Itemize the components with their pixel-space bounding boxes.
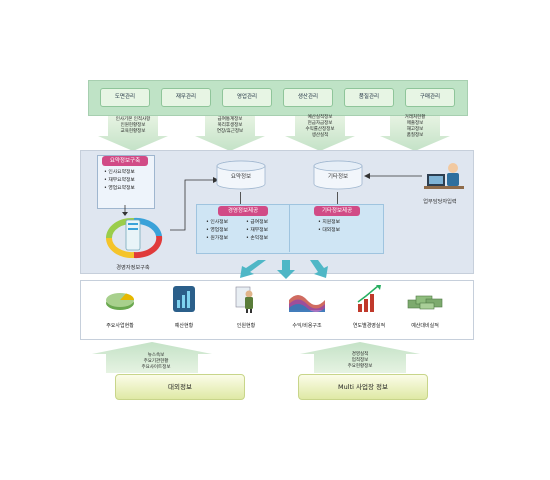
module-button-purchase[interactable]: 구매관리 xyxy=(405,88,455,107)
other-db-label: 기타정보 xyxy=(327,174,349,180)
module-button-finance[interactable]: 재무관리 xyxy=(161,88,211,107)
down-arrows xyxy=(98,116,450,151)
module-button-production[interactable]: 생산관리 xyxy=(283,88,333,107)
person-icon[interactable] xyxy=(234,285,258,313)
report-icon-row xyxy=(80,280,474,340)
db1-connector xyxy=(240,192,241,206)
icon-label-staff: 인원현황 xyxy=(236,323,256,329)
module-button-quality[interactable]: 품질관리 xyxy=(344,88,394,107)
external-info-box[interactable]: 대외정보 xyxy=(115,374,245,400)
user-arrow xyxy=(364,173,422,179)
up-arrows xyxy=(92,342,420,373)
icon-label-yearly: 연도별경영실적 xyxy=(352,323,386,329)
money-icon[interactable] xyxy=(406,290,444,312)
icon-label-business: 주요사업현황 xyxy=(106,323,134,329)
user-icon xyxy=(424,163,464,189)
module-band xyxy=(88,80,468,116)
panel2-list: • 지원정보 • 대외정보 xyxy=(318,220,341,233)
cycle-icon xyxy=(105,217,163,259)
teal-arrows xyxy=(240,260,328,279)
user-label: 업무담당자입력 xyxy=(423,199,457,205)
panel-divider xyxy=(289,204,290,252)
panel1-title: 경영정보제공 xyxy=(218,206,268,216)
icon-label-budget-vs: 예산대비실적 xyxy=(411,323,439,329)
icon-label-budget: 예산현황 xyxy=(174,323,194,329)
db2-connector xyxy=(337,192,338,206)
summary-box-title: 요약정보구축 xyxy=(102,156,148,166)
summary-db-label: 요약정보 xyxy=(230,174,252,180)
summary-db-icon xyxy=(216,160,266,190)
cycle-label: 경영자정보구축 xyxy=(116,265,150,271)
summary-down-arrow xyxy=(122,205,128,216)
wave-chart-icon[interactable] xyxy=(289,290,325,312)
bar-chart-icon[interactable] xyxy=(172,285,196,313)
panel2-title: 기타정보제공 xyxy=(314,206,360,216)
module-button-sales[interactable]: 영업관리 xyxy=(222,88,272,107)
summary-box-list: • 인사요약정보 • 재무요약정보 • 영업요약정보 xyxy=(104,170,135,191)
panel1-list: • 인사정보• 급여정보 • 영업정보• 재무정보 • 원가정보• 손익정보 xyxy=(206,220,269,241)
pie-chart-icon[interactable] xyxy=(104,288,136,312)
icon-label-profit: 수익/비용구조 xyxy=(292,323,322,329)
other-db-icon xyxy=(313,160,363,190)
module-button-drawing[interactable]: 도면관리 xyxy=(100,88,150,107)
connector-arrow xyxy=(170,177,219,231)
growth-chart-icon[interactable] xyxy=(356,284,382,314)
multi-site-info-box[interactable]: Multi 사업장 정보 xyxy=(298,374,428,400)
